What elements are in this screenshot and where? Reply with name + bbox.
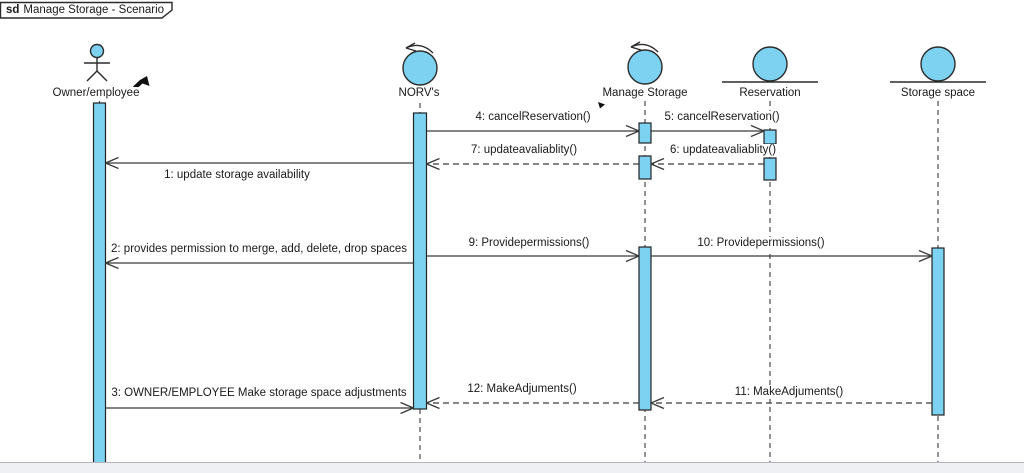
message-9-providepermissions[interactable] — [426, 249, 640, 263]
frame-title-text: Manage Storage - Scenario — [23, 4, 165, 16]
lifeline-label-storage-space[interactable]: Storage space — [899, 87, 977, 100]
activation-bar-manage-storage-2[interactable] — [638, 155, 652, 180]
edit-cursor-artifact — [598, 102, 605, 109]
lifeline-label-reservation[interactable]: Reservation — [738, 87, 802, 100]
control-icon-norvs[interactable] — [402, 42, 438, 86]
message-label-9[interactable]: 9: Providepermissions() — [466, 237, 592, 250]
message-label-6[interactable]: 6: updateavaliablity() — [667, 144, 779, 157]
activation-bar-norvs[interactable] — [412, 112, 428, 410]
activation-bar-owner[interactable] — [92, 102, 107, 464]
activation-bar-manage-storage-1[interactable] — [638, 122, 652, 144]
entity-icon-storage-space[interactable] — [890, 46, 986, 83]
lifeline-label-manage-storage[interactable]: Manage Storage — [601, 87, 689, 100]
message-6-updateavaliablity[interactable] — [650, 157, 764, 171]
message-label-7[interactable]: 7: updateavaliablity() — [468, 144, 580, 157]
message-label-2[interactable]: 2: provides permission to merge, add, de… — [109, 243, 409, 256]
message-5-cancelreservation[interactable] — [651, 124, 765, 138]
message-label-10[interactable]: 10: Providepermissions() — [695, 237, 827, 250]
message-3-make-storage-space-adjustments[interactable] — [105, 401, 414, 415]
message-label-12[interactable]: 12: MakeAdjuments() — [465, 383, 579, 396]
activation-bar-storage-space[interactable] — [931, 247, 945, 416]
message-4-cancelreservation[interactable] — [426, 124, 640, 138]
message-1-update-storage-availability[interactable] — [105, 156, 414, 170]
control-icon-manage-storage[interactable] — [627, 41, 663, 85]
message-label-11[interactable]: 11: MakeAdjuments() — [732, 386, 846, 399]
frame-keyword: sd — [6, 4, 20, 16]
lifeline-label-norvs[interactable]: NORV's — [397, 87, 441, 100]
actor-icon[interactable] — [84, 43, 110, 82]
frame-tab[interactable] — [0, 1, 173, 19]
entity-icon-reservation[interactable] — [722, 46, 818, 83]
lifeline-label-owner-employee[interactable]: Owner/employee — [51, 87, 141, 100]
message-2-provides-permission[interactable] — [105, 256, 414, 270]
message-label-4[interactable]: 4: cancelReservation() — [473, 111, 593, 124]
activation-bar-manage-storage-3[interactable] — [638, 246, 652, 411]
message-11-makeadjuments[interactable] — [650, 396, 932, 410]
message-label-3[interactable]: 3: OWNER/EMPLOYEE Make storage space adj… — [109, 387, 409, 400]
activation-bar-reservation-1[interactable] — [763, 129, 777, 145]
message-12-makeadjuments[interactable] — [426, 396, 640, 410]
activation-bar-reservation-2[interactable] — [763, 157, 777, 181]
message-label-5[interactable]: 5: cancelReservation() — [662, 111, 782, 124]
message-label-1[interactable]: 1: update storage availability — [162, 169, 312, 182]
message-7-updateavaliablity[interactable] — [426, 157, 640, 171]
canvas-bottom-edge — [0, 462, 1024, 473]
mouse-cursor-icon — [133, 76, 150, 90]
message-10-providepermissions[interactable] — [651, 249, 933, 263]
